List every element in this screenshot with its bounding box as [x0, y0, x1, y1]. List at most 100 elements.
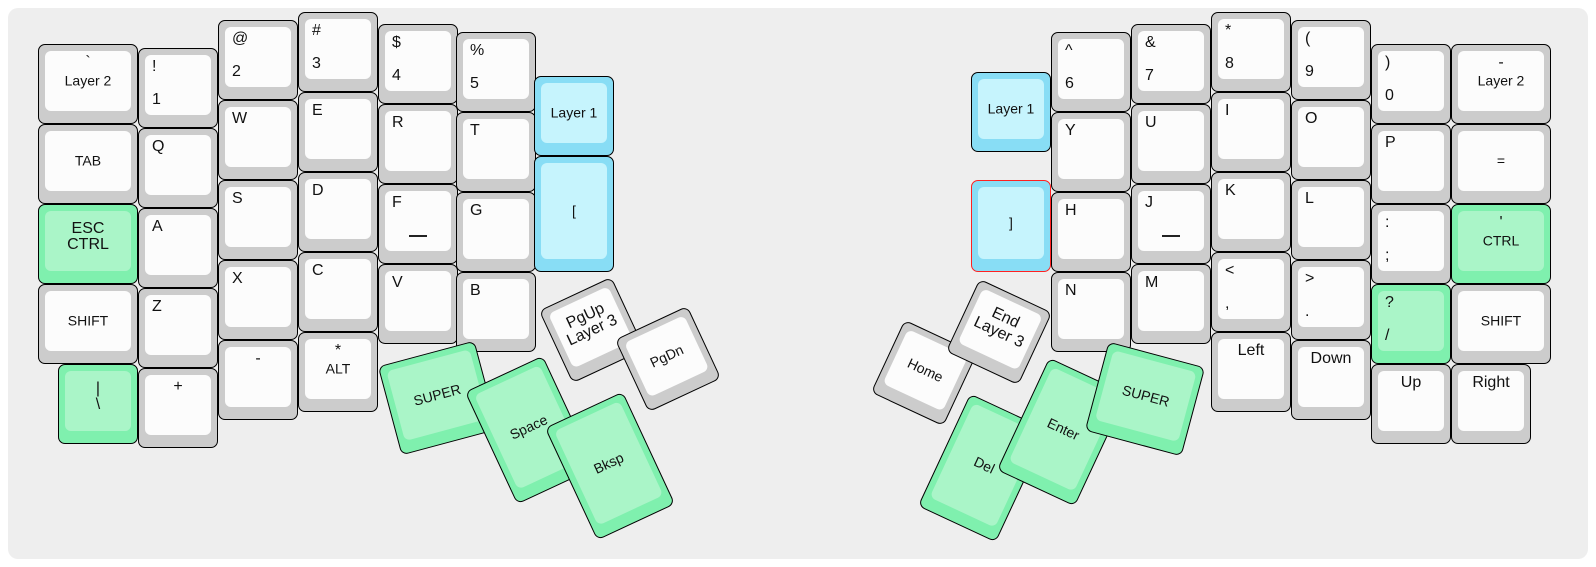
key-minus-layer2[interactable]: -Layer 2	[1451, 44, 1551, 124]
keycap-surface: #3	[305, 19, 371, 79]
key-7-ampersand[interactable]: &7	[1131, 24, 1211, 104]
key-layer1-left[interactable]: Layer 1	[534, 76, 614, 156]
key-legend-bl: 7	[1145, 67, 1154, 85]
key-6-caret[interactable]: ^6	[1051, 32, 1131, 112]
keycap-surface: Layer 1	[978, 79, 1044, 139]
key-legend-tl: O	[1305, 110, 1318, 127]
key-f[interactable]: F	[378, 184, 458, 264]
key-legend-tl: L	[1305, 190, 1314, 207]
key-legend-tl: Y	[1065, 122, 1076, 139]
key-plus[interactable]: +	[138, 368, 218, 448]
key-z[interactable]: Z	[138, 288, 218, 368]
keycap-surface: %5	[463, 39, 529, 99]
key-2-at[interactable]: @2	[218, 20, 298, 100]
key-legend-cu: PgUp	[563, 299, 608, 332]
key-5-percent[interactable]: %5	[456, 32, 536, 112]
key-n[interactable]: N	[1051, 272, 1131, 352]
keycap-surface: I	[1218, 99, 1284, 159]
key-3-hash[interactable]: #3	[298, 12, 378, 92]
key-quote-ctrl[interactable]: 'CTRL	[1451, 204, 1551, 284]
key-legend-cc: ALT	[325, 360, 351, 377]
keycap-surface: SHIFT	[45, 291, 131, 351]
key-w[interactable]: W	[218, 100, 298, 180]
key-4-dollar[interactable]: $4	[378, 24, 458, 104]
key-u[interactable]: U	[1131, 104, 1211, 184]
key-layer1-right[interactable]: Layer 1	[971, 72, 1051, 152]
homing-bar-icon	[409, 235, 427, 237]
key-r[interactable]: R	[378, 104, 458, 184]
key-t[interactable]: T	[456, 112, 536, 192]
key-o[interactable]: O	[1291, 100, 1371, 180]
key-0-rparen[interactable]: )0	[1371, 44, 1451, 124]
keycap-surface: `Layer 2	[45, 51, 131, 111]
key-h[interactable]: H	[1051, 192, 1131, 272]
keycap-surface: K	[1218, 179, 1284, 239]
key-legend-tl: Q	[152, 138, 165, 155]
key-8-asterisk[interactable]: *8	[1211, 12, 1291, 92]
key-shift-right[interactable]: SHIFT	[1451, 284, 1551, 364]
key-legend-cl: Layer 3	[970, 313, 1027, 352]
key-tab[interactable]: TAB	[38, 124, 138, 204]
key-grave-layer2[interactable]: `Layer 2	[38, 44, 138, 124]
key-9-lparen[interactable]: (9	[1291, 20, 1371, 100]
keycap-surface: ^6	[1058, 39, 1124, 99]
key-b[interactable]: B	[456, 272, 536, 352]
key-e[interactable]: E	[298, 92, 378, 172]
keycap-surface: X	[225, 267, 291, 327]
keycap-surface: T	[463, 119, 529, 179]
key-bracket-left[interactable]: [	[534, 156, 614, 272]
key-legend-cc: SHIFT	[1480, 312, 1522, 329]
key-legend-tl: U	[1145, 114, 1157, 131]
keycap-surface: C	[305, 259, 371, 319]
key-legend-tl: )	[1385, 54, 1391, 71]
key-legend-cc: Layer 1	[987, 100, 1035, 117]
key-shift-left[interactable]: SHIFT	[38, 284, 138, 364]
key-j[interactable]: J	[1131, 184, 1211, 264]
key-l[interactable]: L	[1291, 180, 1371, 260]
key-x[interactable]: X	[218, 260, 298, 340]
key-minus-left[interactable]: -	[218, 340, 298, 420]
key-g[interactable]: G	[456, 192, 536, 272]
key-1-exclaim[interactable]: !1	[138, 48, 218, 128]
key-legend-bl: 6	[1065, 75, 1074, 93]
key-legend-tc: Left	[1237, 342, 1265, 359]
keycap-surface: G	[463, 199, 529, 259]
key-m[interactable]: M	[1131, 264, 1211, 344]
key-legend-tl: S	[232, 190, 243, 207]
key-right[interactable]: Right	[1451, 364, 1531, 444]
key-legend-tc: -	[255, 350, 261, 367]
key-a[interactable]: A	[138, 208, 218, 288]
key-c[interactable]: C	[298, 252, 378, 332]
key-legend-tl: T	[470, 122, 480, 139]
key-comma-lt[interactable]: <,	[1211, 252, 1291, 332]
key-q[interactable]: Q	[138, 128, 218, 208]
keycap-surface: O	[1298, 107, 1364, 167]
key-legend-tl: J	[1145, 194, 1153, 211]
key-alt-asterisk[interactable]: *ALT	[298, 332, 378, 412]
key-down[interactable]: Down	[1291, 340, 1371, 420]
key-period-gt[interactable]: >.	[1291, 260, 1371, 340]
key-left[interactable]: Left	[1211, 332, 1291, 412]
key-pipe-backslash[interactable]: |\	[58, 364, 138, 444]
keycap-surface: Bksp	[554, 400, 664, 526]
key-slash-question[interactable]: ?/	[1371, 284, 1451, 364]
key-legend-cc: CTRL	[1482, 232, 1520, 249]
key-legend-tl: $	[392, 34, 401, 51]
key-legend-tc: *	[334, 342, 342, 359]
key-i[interactable]: I	[1211, 92, 1291, 172]
key-y[interactable]: Y	[1051, 112, 1131, 192]
key-semicolon[interactable]: :;	[1371, 204, 1451, 284]
key-bracket-right[interactable]: ]	[971, 180, 1051, 272]
key-d[interactable]: D	[298, 172, 378, 252]
key-s[interactable]: S	[218, 180, 298, 260]
key-equals[interactable]: =	[1451, 124, 1551, 204]
key-up[interactable]: Up	[1371, 364, 1451, 444]
key-legend-tl: W	[232, 110, 248, 127]
key-p[interactable]: P	[1371, 124, 1451, 204]
keycap-surface: Down	[1298, 347, 1364, 407]
key-k[interactable]: K	[1211, 172, 1291, 252]
key-v[interactable]: V	[378, 264, 458, 344]
keycap-surface: Y	[1058, 119, 1124, 179]
